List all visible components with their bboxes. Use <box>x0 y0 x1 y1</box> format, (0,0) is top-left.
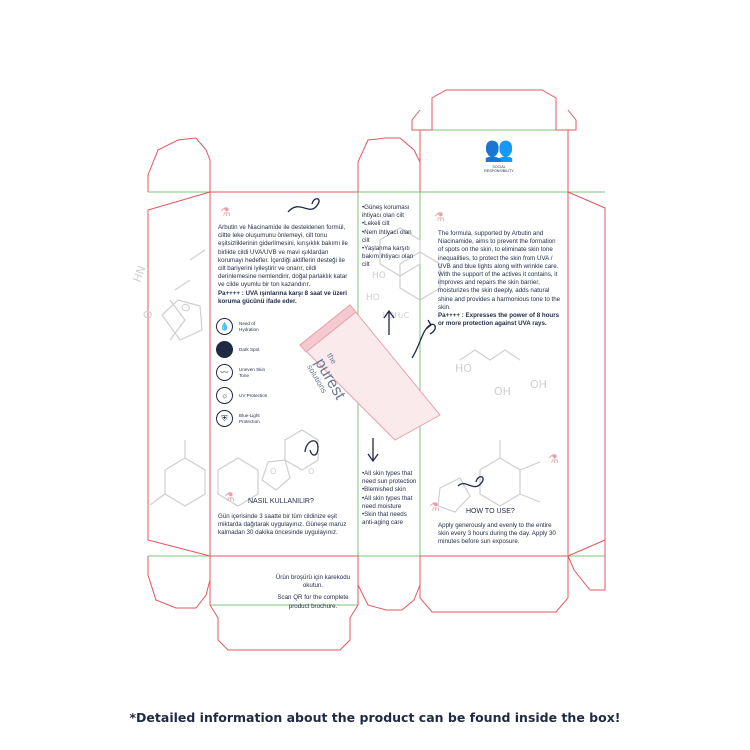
cut-lines <box>147 89 606 651</box>
flask-icon: ⚗ <box>429 500 440 514</box>
svg-text:O: O <box>179 301 194 314</box>
list-item: •Lekeli cilt <box>362 220 390 228</box>
drop-icon: 💧 <box>216 318 233 335</box>
feature-item-uv: ☼ UV Protection <box>216 387 273 404</box>
svg-text:HO: HO <box>455 362 472 375</box>
svg-text:O: O <box>270 467 276 476</box>
qr-note: Ürün broşürü için karekodu okutun. Scan … <box>272 574 354 611</box>
svg-text:HO: HO <box>372 271 386 281</box>
feature-item-uneven-tone: 〰 Uneven Skin Tone <box>216 364 273 381</box>
feature-item-blue-light: ⛨ Blue-Light Protection <box>216 410 273 427</box>
svg-text:OH: OH <box>494 385 511 398</box>
chemical-watermark <box>149 227 541 513</box>
usage-en-body: Apply generously and evenly to the entir… <box>438 522 556 546</box>
dark-spot-icon <box>216 341 233 358</box>
footer-note: *Detailed information about the product … <box>129 710 621 725</box>
suitable-en-list: •All skin types that need sun protection… <box>362 470 418 527</box>
usage-en-heading: HOW TO USE? <box>466 508 515 515</box>
tube-illustration <box>299 304 441 441</box>
panel-tr-body: Arbutin ve Niacinamide ile desteklenen f… <box>218 224 348 305</box>
usage-tr-body: Gün içerisinde 3 saatte bir tüm cildiniz… <box>218 513 347 537</box>
feature-item-dark-spot: Dark Spot <box>216 341 273 358</box>
qr-note-en: Scan QR for the complete product brochur… <box>277 594 349 610</box>
list-item: •All skin types that need moisture <box>362 494 413 510</box>
svg-text:HO: HO <box>366 293 380 303</box>
svg-text:HN: HN <box>131 264 149 284</box>
arrows <box>287 198 484 488</box>
badge-label-1: SOCIAL <box>492 165 506 169</box>
svg-text:O: O <box>308 467 314 476</box>
qr-note-tr: Ürün broşürü için karekodu okutun. <box>275 574 351 590</box>
flask-icon: ⚗ <box>224 490 235 504</box>
social-responsibility-badge: 👥 SOCIAL RESPONSIBILITY <box>474 136 524 174</box>
list-item: •Nem ihtiyacı olan cilt <box>362 228 412 244</box>
badge-label-2: RESPONSIBILITY <box>484 169 514 173</box>
wave-icon: 〰 <box>216 364 233 381</box>
panel-tr-pa: Pa++++ : UVA ışınlarına karşı 8 saat ve … <box>218 289 347 305</box>
list-item: •Güneş koruması ihtiyacı olan cilt <box>362 204 410 220</box>
svg-text:HOH₂C: HOH₂C <box>382 311 410 320</box>
list-item: •All skin types that need sun protection <box>362 470 417 486</box>
flask-icon: ⚗ <box>434 210 445 224</box>
panel-en-body: The formula, supported by Arbutin and Ni… <box>438 230 561 328</box>
list-item: •Yaşlanma karşıtı bakım ihtiyacı olan ci… <box>362 244 414 269</box>
flask-icon: ⚗ <box>548 452 559 466</box>
list-item: •Skin that needs anti-aging care <box>362 510 407 527</box>
people-network-icon: 👥 <box>484 136 514 163</box>
feature-item-hydration: 💧 Need of Hydration <box>216 318 273 335</box>
watermark-labels: HN O O HO OH OH HO HO HOH₂C O O <box>131 264 547 476</box>
list-item: •Blemished skin <box>362 486 406 494</box>
svg-text:OH: OH <box>530 378 547 391</box>
panel-en-pa: Pa++++ : Expresses the power of 8 hours … <box>438 311 560 328</box>
usage-tr-heading: NASIL KULLANILIR? <box>248 498 314 505</box>
flask-icon: ⚗ <box>220 205 231 219</box>
suitable-tr-list: •Güneş koruması ihtiyacı olan cilt •Leke… <box>362 204 418 270</box>
sun-icon: ☼ <box>216 387 233 404</box>
shield-icon: ⛨ <box>216 410 233 427</box>
